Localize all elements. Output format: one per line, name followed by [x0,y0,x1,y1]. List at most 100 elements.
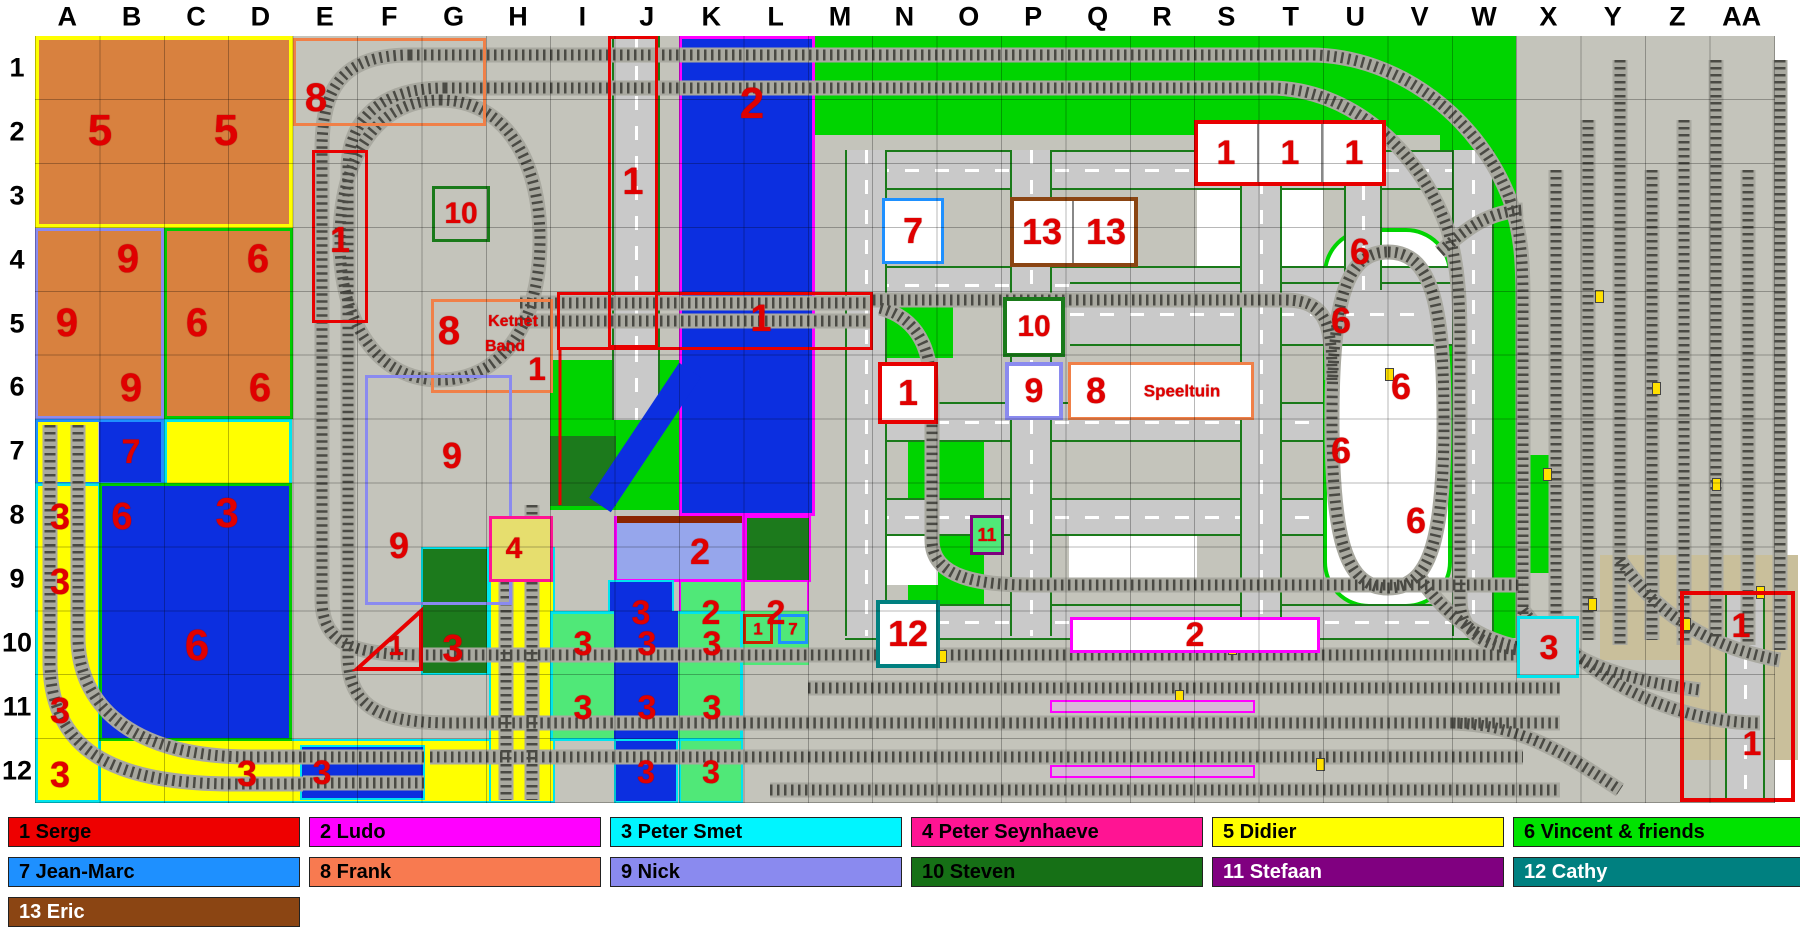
zone-label-2: 2 [1185,616,1205,654]
zone-label-3: 3 [637,689,657,727]
zone-label-ketnet: Ketnet [488,313,538,330]
grass-w-col [1490,166,1516,638]
zone-label-speeltuin: Speeltuin [1143,381,1221,401]
box-8-speeltuin [1068,362,1254,420]
zone-label-9: 9 [55,301,79,345]
row-label-3: 3 [9,180,25,211]
legend-item-12: 12 Cathy [1513,857,1800,887]
signal-marker [1652,382,1661,395]
zone9-town-border [365,375,512,605]
zone-label-7: 7 [121,433,141,471]
box-1-1-1 [1194,120,1386,186]
column-label-N: N [894,1,915,32]
column-label-S: S [1217,1,1236,32]
signal-marker [1543,468,1552,481]
zone-label-6: 6 [1405,500,1427,541]
column-label-L: L [767,1,784,32]
zone6-orange [164,228,293,419]
legend-item-6: 6 Vincent & friends [1513,817,1800,847]
zone-label-6: 6 [184,621,210,670]
zone-label-6: 6 [1349,231,1371,272]
legend-item-4: 4 Peter Seynhaeve [911,817,1203,847]
column-label-P: P [1024,1,1043,32]
column-label-I: I [578,1,587,32]
signal-marker [1588,598,1597,611]
legend-item-3: 3 Peter Smet [610,817,902,847]
zone-label-2: 2 [701,594,721,632]
zone-label-4: 4 [505,532,523,565]
legend-item-11: 11 Stefaan [1212,857,1504,887]
platform-2 [1050,765,1255,778]
zone-label-7: 7 [788,619,798,639]
zone-label-3: 3 [49,690,71,731]
box-12 [876,600,940,668]
zone-label-8: 8 [304,76,328,120]
zone-label-1: 1 [528,351,546,387]
column-label-V: V [1410,1,1429,32]
column-label-H: H [508,1,528,32]
zone-label-3: 3 [702,754,720,790]
column-label-G: G [443,1,465,32]
zone-label-9: 9 [116,237,140,281]
road-town-v2 [1240,150,1282,636]
zone-label-7: 7 [902,210,924,251]
zone-label-3: 3 [702,625,722,663]
column-label-W: W [1471,1,1497,32]
column-label-AA: AA [1722,1,1762,32]
zone5-didier [35,36,293,228]
zone-label-11: 11 [977,525,997,545]
box-111-div2 [1321,124,1323,182]
column-label-B: B [121,1,142,32]
zone-label-3: 3 [49,561,71,602]
zone-label-8: 8 [1085,370,1107,411]
box-11 [970,515,1004,555]
column-label-K: K [701,1,721,32]
zone-label-3: 3 [312,754,332,792]
box-2-long [1070,617,1320,653]
column-label-U: U [1345,1,1365,32]
row-label-5: 5 [9,308,25,339]
column-label-F: F [380,1,398,32]
box-3-x10 [1517,616,1579,678]
zone-label-6: 6 [1390,366,1412,407]
zone-label-5: 5 [213,106,239,155]
zone8-top-border [293,38,486,126]
zone-label-6: 6 [1330,430,1352,471]
zone6-blue-block [99,483,292,741]
zone-label-2: 2 [689,531,711,572]
zone-label-1: 1 [388,630,404,661]
zone1-aa-border [1680,591,1795,802]
signal-marker [1595,290,1604,303]
zone-label-band: Band [485,338,525,355]
platform-1 [1050,700,1255,713]
zone-label-12: 12 [887,613,929,654]
box-small-7 [778,614,808,644]
legend-item-7: 7 Jean-Marc [8,857,300,887]
zone-label-2: 2 [766,594,786,632]
zone-label-1: 1 [897,372,919,413]
row-label-6: 6 [9,371,25,402]
column-label-Q: Q [1087,1,1109,32]
zone-label-10: 10 [444,197,478,230]
legend-item-9: 9 Nick [610,857,902,887]
box-13-13 [1010,197,1138,267]
zone-label-3: 3 [573,625,593,663]
column-label-M: M [828,1,852,32]
row-label-7: 7 [9,435,25,466]
pond-edge [617,516,742,523]
blue-j10 [614,611,678,675]
column-label-Y: Y [1603,1,1622,32]
row-label-2: 2 [9,116,25,147]
zone1-e-rect [312,150,368,323]
zone-label-3: 3 [702,689,722,727]
zone-label-1: 1 [753,619,763,639]
zone-label-9: 9 [1024,372,1044,410]
row-label-1: 1 [9,52,25,83]
column-label-A: A [57,1,77,32]
box-10 [1003,297,1065,357]
zone-label-6: 6 [246,237,270,281]
zone-label-1: 1 [1280,134,1300,172]
zone-label-6: 6 [111,496,133,538]
zone-label-13: 13 [1085,211,1127,252]
row-label-4: 4 [9,244,25,275]
